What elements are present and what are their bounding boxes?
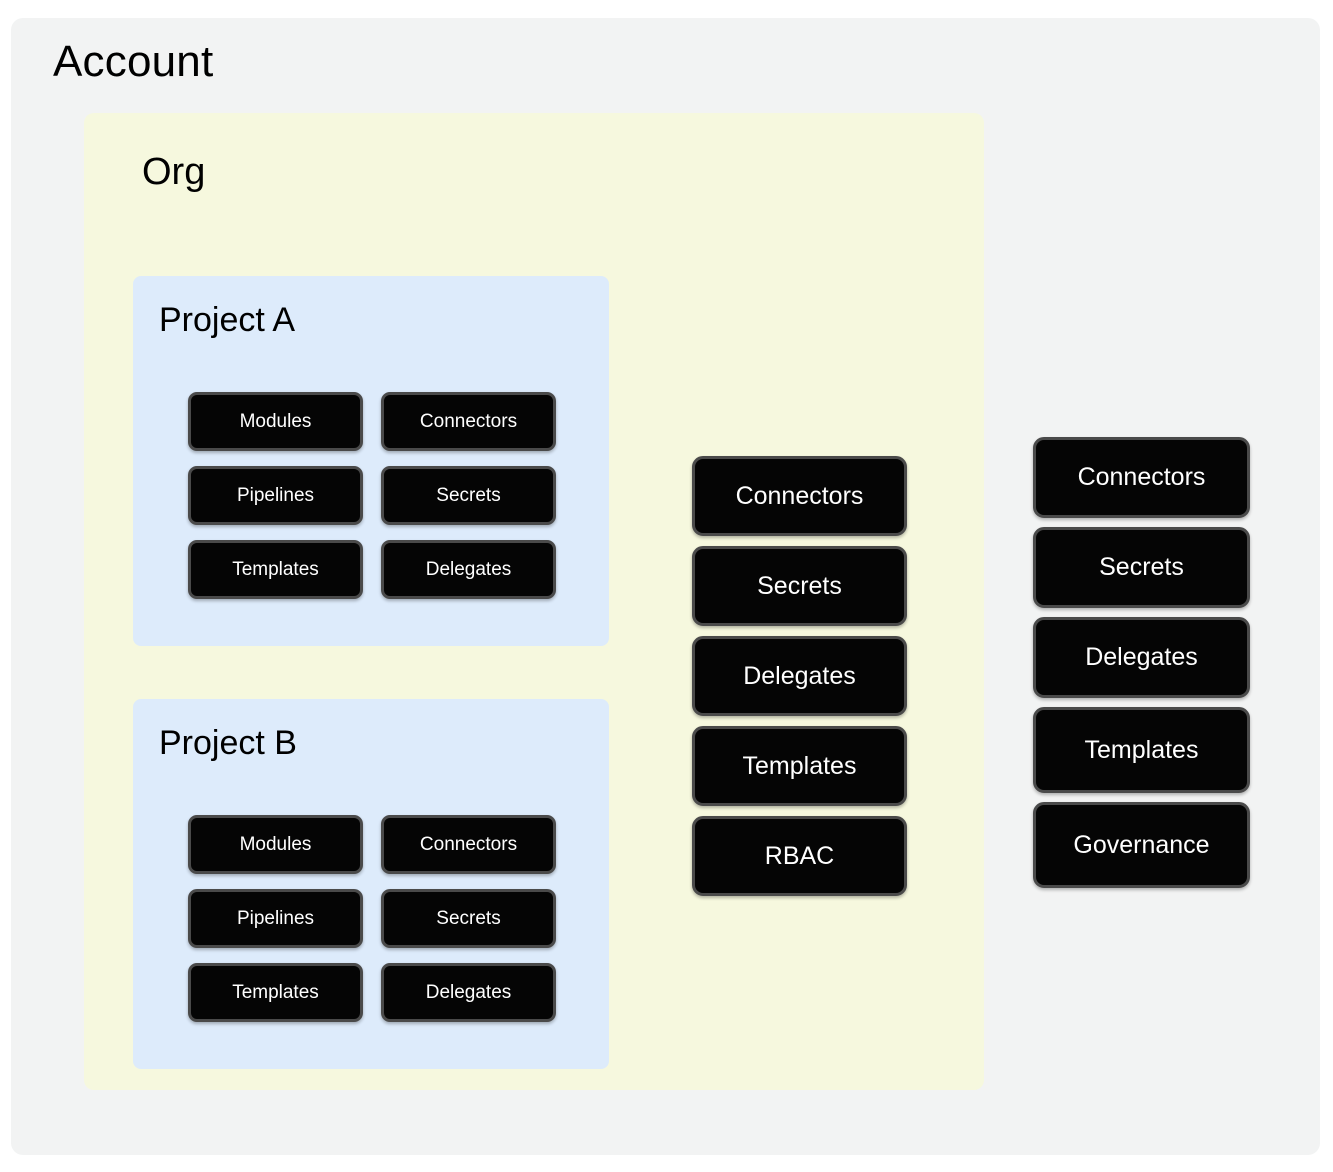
resource-button[interactable]: Templates	[692, 726, 907, 806]
resource-button[interactable]: Secrets	[381, 466, 556, 525]
resource-button[interactable]: Secrets	[1033, 527, 1250, 608]
resource-button[interactable]: Pipelines	[188, 466, 363, 525]
resource-button[interactable]: Modules	[188, 815, 363, 874]
resource-button[interactable]: Connectors	[1033, 437, 1250, 518]
resource-button[interactable]: Delegates	[381, 963, 556, 1022]
org-scope-panel: Org Project A Modules Connectors Pipelin…	[84, 113, 984, 1090]
org-resource-column: Connectors Secrets Delegates Templates R…	[692, 456, 907, 896]
project-resource-grid: Modules Connectors Pipelines Secrets Tem…	[188, 392, 556, 599]
resource-button[interactable]: Delegates	[1033, 617, 1250, 698]
resource-button[interactable]: Modules	[188, 392, 363, 451]
project-scope-title: Project A	[159, 301, 296, 339]
project-scope-panel: Project B Modules Connectors Pipelines S…	[133, 699, 609, 1069]
account-scope-title: Account	[53, 37, 214, 86]
resource-button[interactable]: Pipelines	[188, 889, 363, 948]
account-scope-panel: Account Org Project A Modules Connectors…	[11, 18, 1320, 1155]
project-scope-title: Project B	[159, 724, 297, 762]
resource-button[interactable]: Templates	[1033, 707, 1250, 793]
resource-button[interactable]: Delegates	[692, 636, 907, 716]
org-scope-title: Org	[142, 151, 206, 193]
resource-button[interactable]: Connectors	[692, 456, 907, 536]
project-resource-grid: Modules Connectors Pipelines Secrets Tem…	[188, 815, 556, 1022]
resource-button[interactable]: Connectors	[381, 392, 556, 451]
resource-button[interactable]: Secrets	[692, 546, 907, 626]
resource-button[interactable]: Connectors	[381, 815, 556, 874]
resource-button[interactable]: Governance	[1033, 802, 1250, 888]
resource-button[interactable]: Templates	[188, 963, 363, 1022]
resource-button[interactable]: Templates	[188, 540, 363, 599]
account-resource-column: Connectors Secrets Delegates Templates G…	[1033, 437, 1250, 888]
resource-button[interactable]: RBAC	[692, 816, 907, 896]
resource-button[interactable]: Delegates	[381, 540, 556, 599]
project-scope-panel: Project A Modules Connectors Pipelines S…	[133, 276, 609, 646]
resource-button[interactable]: Secrets	[381, 889, 556, 948]
